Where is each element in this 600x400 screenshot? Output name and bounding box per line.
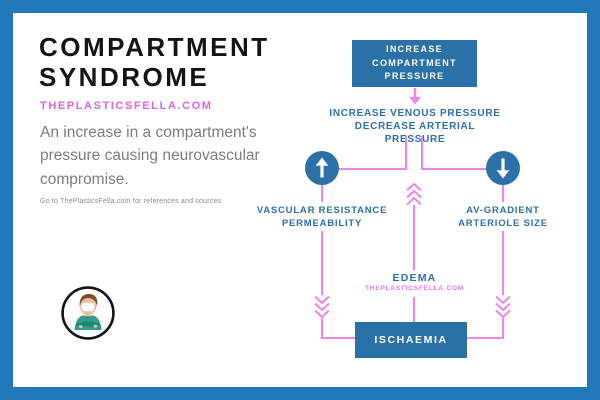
chevrons-up-middle-icon	[401, 182, 427, 210]
page-title: COMPARTMENT SYNDROME	[39, 32, 319, 92]
page-title-line2: SYNDROME	[39, 62, 210, 93]
arrow-down-icon	[407, 88, 423, 110]
venous-line2: DECREASE ARTERIAL PRESSURE	[354, 121, 476, 146]
node-increase-compartment-pressure: INCREASE COMPARTMENT PRESSURE	[352, 40, 477, 87]
node-edema: EDEMA	[392, 272, 437, 284]
connector-edema-ischaemia	[413, 297, 415, 322]
node-vascular-resistance: VASCULAR RESISTANCE PERMEABILITY	[247, 205, 397, 231]
connector-left-lower	[321, 318, 323, 339]
venous-line1: INCREASE VENOUS PRESSURE	[329, 108, 501, 119]
connector-right-lower	[502, 318, 504, 339]
right-node-line1: AV-GRADIENT	[466, 205, 540, 216]
connector-left-upper	[321, 231, 323, 295]
connector-to-right-circle	[421, 168, 487, 170]
connector-to-left-circle	[338, 168, 407, 170]
connector-right-upper	[502, 231, 504, 295]
chevrons-down-left-icon	[309, 295, 335, 323]
left-node-line2: PERMEABILITY	[281, 217, 363, 229]
site-name: THEPLASTICSFELLA.COM	[40, 100, 213, 112]
connector-edema-up	[413, 205, 415, 270]
definition-text: An increase in a compartment's pressure …	[40, 124, 260, 188]
page-title-line1: COMPARTMENT	[39, 32, 270, 62]
connector-right-corner	[467, 337, 504, 339]
top-box-line3: PRESSURE	[384, 71, 445, 82]
references-footnote: Go to ThePlasticsFella.com for reference…	[40, 198, 222, 205]
left-node-line1: VASCULAR RESISTANCE	[256, 205, 388, 216]
decrease-circle-down-arrow-icon	[486, 151, 520, 190]
connector-right-circle-text	[502, 185, 504, 202]
right-node-line2: ARTERIOLE SIZE	[458, 217, 548, 229]
top-box-line1: INCREASE	[386, 44, 443, 55]
connector-stub-right	[421, 136, 423, 170]
node-venous-arterial-pressure: INCREASE VENOUS PRESSURE DECREASE ARTERI…	[328, 107, 502, 147]
ischaemia-label: ISCHAEMIA	[374, 334, 448, 346]
increase-circle-up-arrow-icon	[305, 151, 339, 190]
chevrons-down-right-icon	[490, 295, 516, 323]
surgeon-avatar-icon	[60, 285, 116, 341]
connector-left-corner	[321, 337, 355, 339]
connector-left-circle-text	[321, 185, 323, 202]
top-box-line2: COMPARTMENT	[372, 57, 457, 68]
edema-site-caption: THEPLASTICSFELLA.COM	[364, 285, 465, 292]
connector-stub-left	[405, 136, 407, 170]
node-av-gradient: AV-GRADIENT ARTERIOLE SIZE	[428, 205, 578, 231]
node-ischaemia: ISCHAEMIA	[355, 322, 467, 358]
